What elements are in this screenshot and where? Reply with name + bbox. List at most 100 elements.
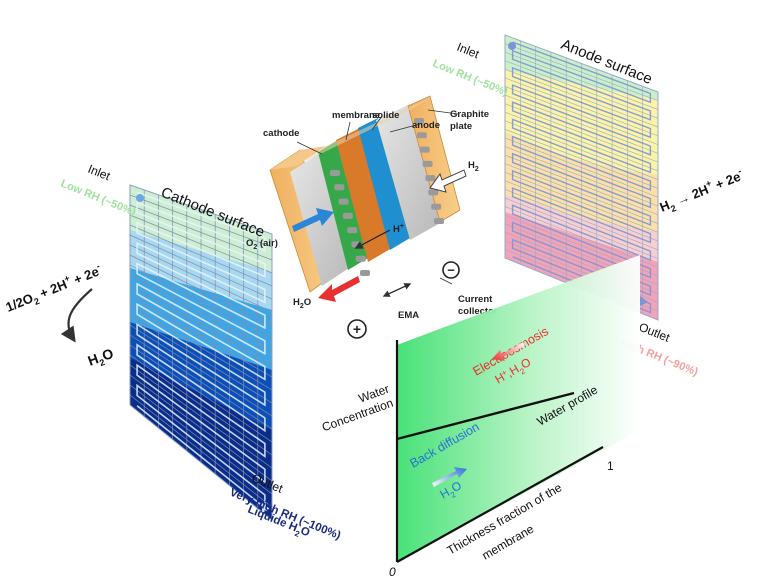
grid-line — [129, 274, 273, 352]
grid-line — [129, 294, 273, 378]
label-ema: EMA — [398, 310, 419, 321]
proton-arrow-icon — [354, 229, 391, 249]
grid-line — [129, 284, 273, 365]
anode-panel — [504, 34, 659, 321]
grid-line — [504, 77, 659, 137]
channel-bump — [342, 212, 353, 219]
plus-symbol: + — [353, 321, 361, 337]
channel-bump — [360, 270, 370, 276]
grid-line — [504, 197, 659, 259]
minus-symbol: − — [447, 263, 455, 278]
cathode-product-water: H2O — [86, 345, 117, 372]
label-anode: anode — [412, 120, 440, 131]
channel-bump — [422, 160, 433, 167]
channel-bump — [414, 118, 424, 124]
grid-line — [504, 111, 659, 172]
label-current-2: collector — [458, 306, 498, 317]
anode-inlet-label: Inlet — [455, 40, 482, 62]
channel-bump — [330, 170, 340, 176]
cathode-panel — [129, 184, 273, 522]
cathode-inlet-label: Inlet — [86, 162, 113, 184]
anode-panel-border — [504, 34, 659, 321]
anode-end-plate — [407, 95, 461, 223]
grid-line — [129, 364, 273, 469]
anode-graphite-plate — [376, 104, 442, 240]
grid-line — [504, 154, 659, 216]
cathode-outlet-arrow-icon — [262, 503, 270, 513]
channel-bump — [428, 189, 439, 196]
negative-terminal-icon: − — [442, 261, 460, 279]
grid-line — [129, 254, 273, 326]
anode-reaction: H2 → 2H+ + 2e- — [657, 166, 747, 218]
h2-inlet-arrow-icon — [429, 169, 467, 193]
grid-line — [504, 180, 659, 242]
grid-line — [129, 394, 273, 508]
label-solide: solide — [372, 110, 399, 121]
label-h-plus: H+ — [393, 223, 404, 235]
grid-line — [129, 324, 273, 417]
water-outlet-arrow-icon — [318, 276, 360, 302]
channel-bump — [338, 198, 349, 205]
grid-line — [129, 224, 273, 287]
label-h2o: H2O — [293, 297, 311, 310]
label-current-1: Current — [458, 294, 493, 305]
anode-inlet-dot — [508, 42, 516, 50]
anode-serpentine-channel — [511, 41, 652, 314]
channel-bump — [419, 146, 430, 153]
grid-line — [504, 137, 659, 198]
anode-grid-lines — [504, 40, 659, 314]
chart-x-end-label: 1 — [607, 459, 614, 473]
anode-outlet-arrow-icon — [640, 296, 648, 306]
grid-line — [129, 194, 273, 248]
label-o2-air: O2 (air) — [246, 238, 278, 251]
anode-inlet-rh: Low RH (~50%) — [431, 58, 510, 99]
grid-line — [504, 86, 659, 145]
grid-line — [504, 146, 659, 207]
chart-ylabel-2: Concentration — [320, 396, 395, 435]
channel-bump — [434, 218, 444, 224]
cathode-panel-border — [129, 184, 273, 522]
anode-outlet-label: Outlet — [637, 320, 673, 345]
cathode-outlet-rh: Very high RH (~100%) — [228, 487, 343, 543]
cathode-grid-lines — [129, 189, 273, 509]
cathode-inlet-dot — [136, 194, 144, 202]
grid-line — [129, 384, 273, 495]
stack-top-edge — [296, 95, 436, 166]
grid-line — [129, 334, 273, 430]
chart-x-axis — [396, 446, 604, 563]
label-h2: H2 — [468, 160, 479, 173]
water-profile-line — [396, 391, 575, 441]
electroosmosis-arrow-icon — [492, 342, 525, 361]
grid-line — [129, 204, 273, 261]
grid-line — [129, 354, 273, 456]
grid-line — [504, 129, 659, 189]
cell-leader-lines — [296, 109, 459, 285]
grid-line — [504, 189, 659, 251]
membrane-layer — [336, 128, 392, 262]
grid-line — [129, 304, 273, 391]
grid-line — [504, 43, 659, 102]
stack-top-face — [270, 146, 326, 170]
cathode-reaction-arrow-icon — [60, 288, 93, 343]
grid-line — [129, 314, 273, 404]
label-graphite-2: plate — [450, 121, 472, 132]
cathode-inlet-rh: Low RH (~50%) — [59, 178, 138, 219]
grid-line — [129, 244, 273, 313]
grid-line — [504, 120, 659, 180]
o2-inlet-arrow-icon — [292, 208, 334, 232]
channel-bump — [416, 132, 427, 139]
channel-bump — [334, 184, 345, 191]
grid-line — [129, 234, 273, 300]
label-membrane: membrane — [332, 110, 380, 121]
grid-line — [129, 264, 273, 339]
cathode-serpentine-channel — [136, 191, 266, 510]
grid-line — [504, 171, 659, 233]
anode-layer — [358, 118, 410, 250]
grid-line — [129, 214, 273, 274]
label-cathode: cathode — [263, 128, 299, 139]
channel-bump — [355, 255, 366, 262]
grid-line — [504, 94, 659, 154]
chart-origin-label: 0 — [389, 565, 396, 579]
ema-arrow-icon — [382, 283, 412, 297]
